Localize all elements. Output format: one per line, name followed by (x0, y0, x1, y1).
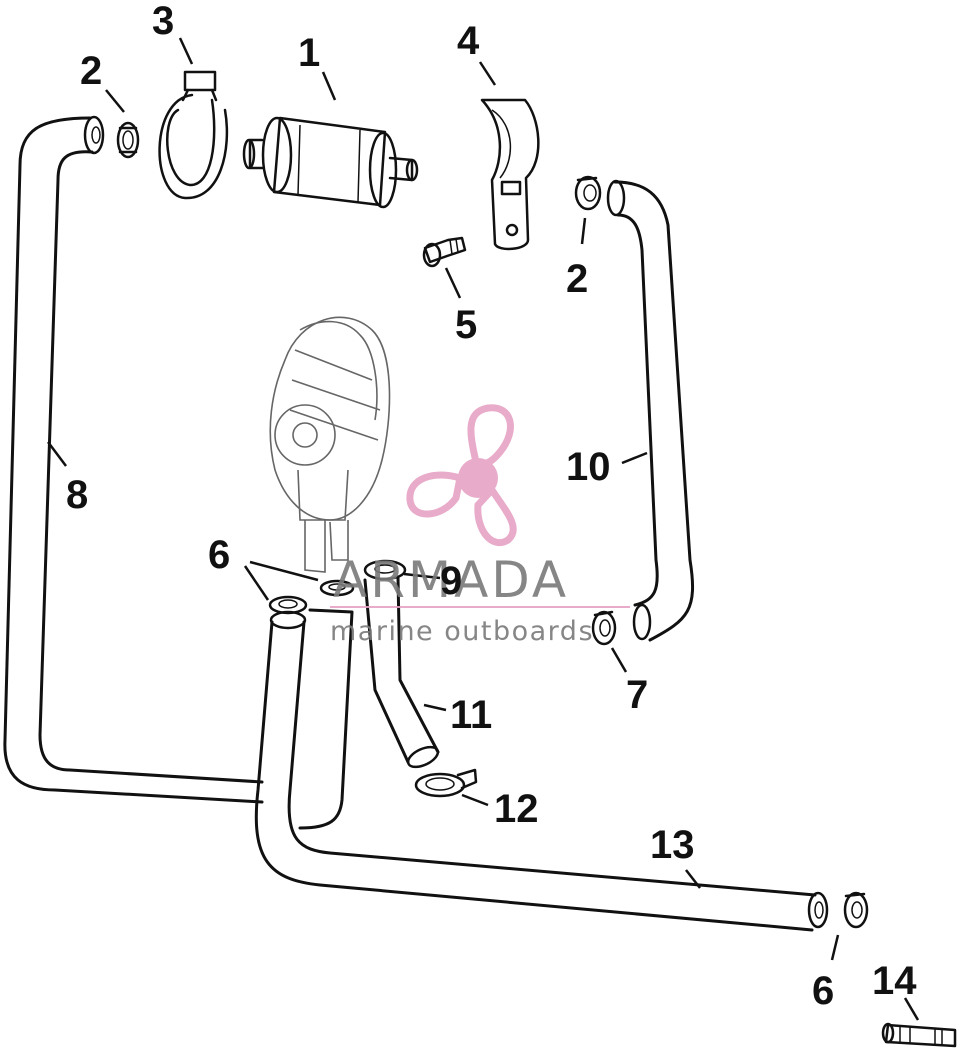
label-part-3: 3 (152, 0, 174, 43)
label-part-6-upper: 6 (208, 533, 230, 577)
watermark-subtitle: marine outboards (330, 616, 594, 647)
screw-5 (422, 236, 467, 268)
label-part-11: 11 (450, 693, 492, 737)
clamp-2-right (574, 175, 602, 211)
label-part-12: 12 (494, 787, 539, 831)
fuel-pump (269, 316, 391, 573)
label-part-9: 9 (440, 559, 462, 603)
label-part-10: 10 (566, 445, 611, 489)
armada-watermark: ARMADA marine outboards (330, 404, 630, 647)
hose-11 (363, 576, 440, 769)
seal-9 (363, 559, 407, 581)
leader-lines (47, 37, 920, 1021)
label-part-8: 8 (66, 473, 88, 517)
strap-3 (158, 70, 229, 200)
clamp-6-lower (843, 891, 869, 929)
watermark-title: ARMADA (333, 551, 569, 609)
clamp-2-left (116, 121, 140, 159)
label-part-5: 5 (455, 303, 477, 347)
label-part-13: 13 (650, 823, 695, 867)
label-part-6-lower: 6 (812, 969, 834, 1013)
bracket-4 (480, 98, 540, 251)
fuel-filter-1 (242, 116, 419, 209)
label-part-14: 14 (872, 959, 917, 1003)
clamp-6-mid (319, 579, 355, 597)
label-part-7: 7 (626, 673, 648, 717)
propeller-logo-icon (406, 404, 517, 546)
hose-13 (254, 608, 829, 932)
part-labels: 1 2 3 4 5 2 6 9 7 8 10 11 12 13 6 14 (66, 0, 917, 1013)
clamp-7 (591, 610, 617, 646)
clamp-12 (414, 768, 478, 798)
label-part-2-top: 2 (80, 49, 102, 93)
label-part-1: 1 (298, 31, 320, 75)
hose-8 (3, 115, 264, 804)
clamp-6-upper (268, 595, 308, 615)
label-part-4: 4 (457, 19, 480, 63)
hose-10 (606, 179, 695, 642)
fitting-14 (881, 1022, 957, 1048)
label-part-2-right: 2 (566, 257, 588, 301)
